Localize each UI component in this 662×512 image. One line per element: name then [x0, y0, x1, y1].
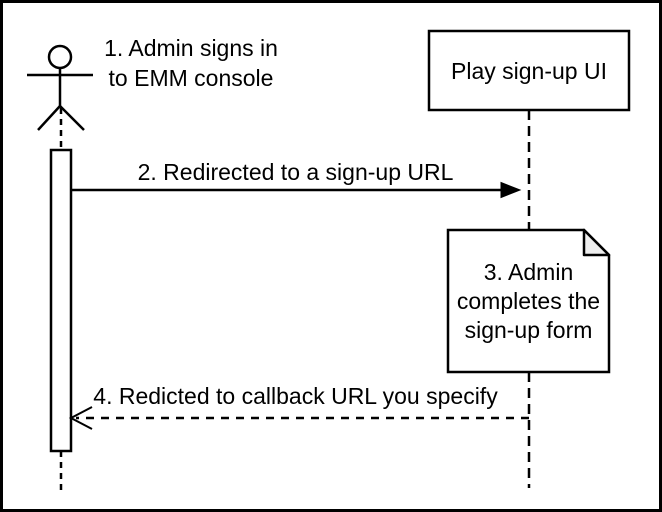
note-label: 3. Admin completes the sign-up form: [456, 258, 601, 343]
participant-box: [427, 29, 631, 112]
note-folded-corner-icon: [582, 228, 611, 257]
actor-annotation: 1. Admin signs in to EMM console: [104, 35, 278, 91]
note-body: [446, 228, 611, 374]
message-4-open-arrowhead-icon: [68, 406, 93, 430]
message-4-arrow: [68, 406, 529, 430]
actor-icon: [27, 44, 93, 131]
actor-head: [47, 44, 73, 70]
activation-bar: [49, 148, 73, 453]
actor-right-leg: [59, 105, 85, 131]
actor-left-leg: [37, 105, 61, 131]
participant-label: Play sign-up UI: [451, 57, 607, 84]
message-2-arrow: [71, 181, 522, 199]
message-2-arrowhead-icon: [500, 181, 522, 199]
message-2-label: 2. Redirected to a sign-up URL: [137, 159, 454, 185]
note-shape: [446, 228, 611, 374]
message-4-label: 4. Redicted to callback URL you specify: [93, 383, 498, 409]
